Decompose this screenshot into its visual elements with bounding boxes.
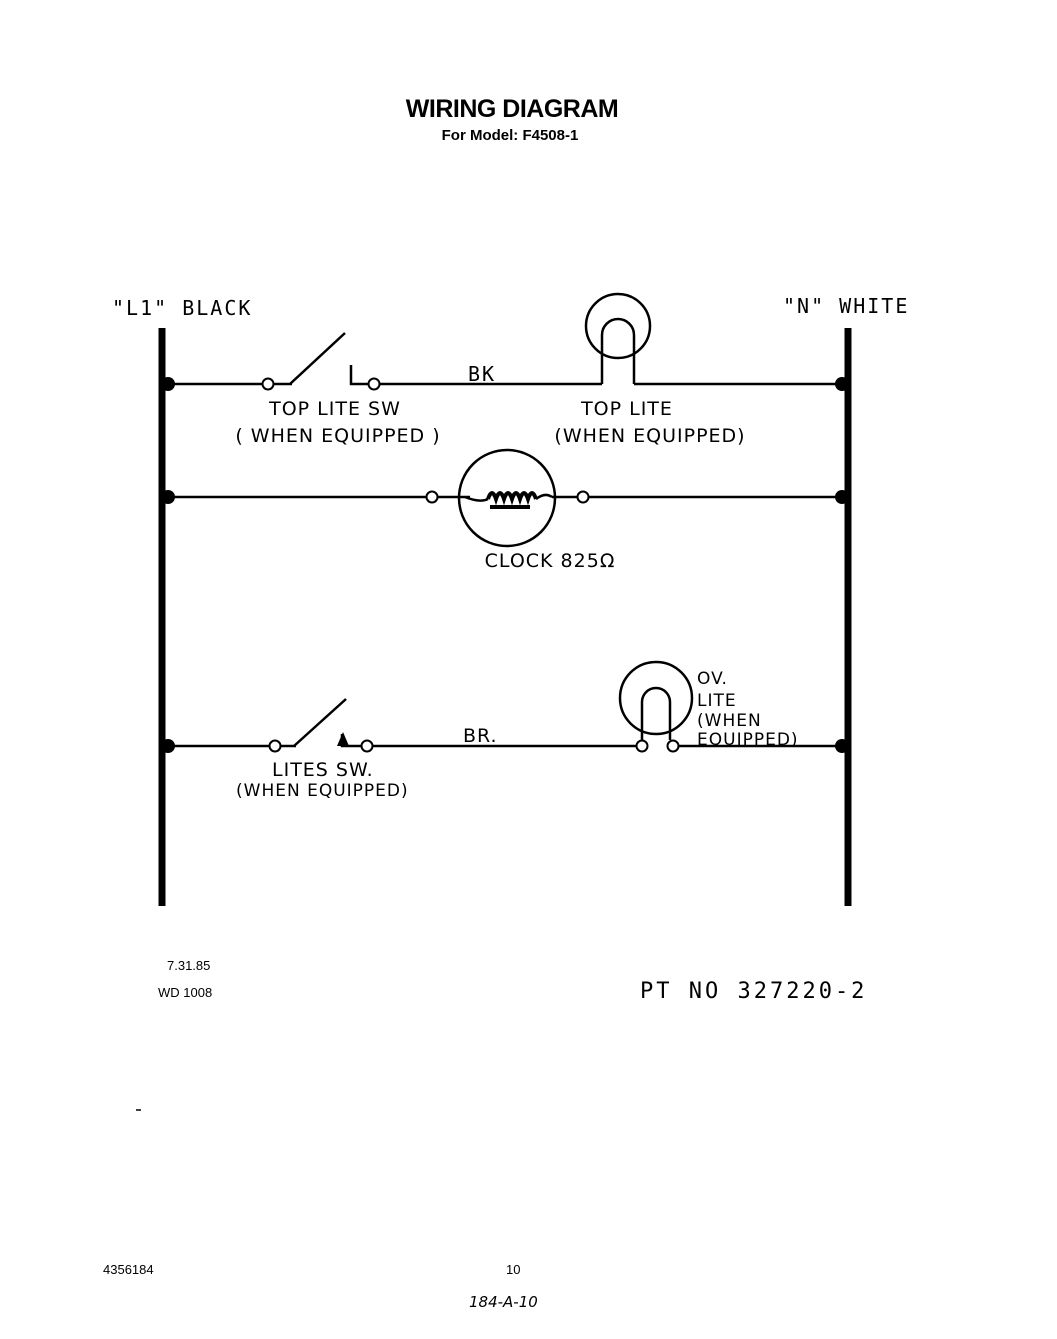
- row3-circuit: BR. LITES SW. (WHEN EQUIPPED) OV. LITE (…: [161, 660, 849, 801]
- diagram-date: 7.31.85: [167, 958, 210, 973]
- clock-terminal-b: [576, 490, 590, 504]
- left-bus-label: "L1" BLACK: [112, 296, 252, 320]
- row3-switch-terminal-b: [360, 739, 374, 753]
- top-lite-note: (WHEN EQUIPPED): [554, 425, 745, 447]
- row1-switch-terminal-a: [261, 377, 275, 391]
- doc-number: 4356184: [103, 1262, 154, 1277]
- row1-switch-terminal-b: [367, 377, 381, 391]
- oven-lite-terminal-b: [666, 739, 680, 753]
- wd-number: WD 1008: [158, 985, 212, 1000]
- oven-lite-terminal-a: [635, 739, 649, 753]
- right-bus-label: "N" WHITE: [783, 294, 909, 318]
- oven-lite-label-4: EQUIPPED): [697, 730, 799, 750]
- oven-lite-label-2: LITE: [697, 691, 737, 711]
- oven-lite-label-1: OV.: [697, 669, 728, 689]
- row2-right-junction: [835, 490, 849, 504]
- part-number: PT NO 327220-2: [640, 979, 867, 1004]
- row3-switch-blade: [293, 698, 347, 747]
- row3-right-junction: [835, 739, 849, 753]
- top-lite-filament: [600, 317, 636, 384]
- oven-lite-label-3: (WHEN: [697, 711, 762, 731]
- clock-motor-icon: [457, 448, 557, 548]
- row1-wire-label: BK: [468, 362, 496, 386]
- lites-switch-note: (WHEN EQUIPPED): [236, 781, 409, 801]
- clock-terminal-a: [425, 490, 439, 504]
- oven-lite-lamp-icon: [618, 660, 694, 736]
- top-lite-switch-note: ( WHEN EQUIPPED ): [235, 425, 440, 447]
- clock-label: CLOCK 825Ω: [485, 550, 616, 572]
- top-lite-lamp-icon: [584, 292, 652, 360]
- row1-switch-contact: [349, 365, 368, 386]
- oven-lite-filament: [640, 686, 672, 740]
- row1-right-junction: [835, 377, 849, 391]
- top-lite-label: TOP LITE: [580, 398, 673, 420]
- row2-circuit: CLOCK 825Ω: [161, 448, 849, 572]
- model-subtitle: For Model: F4508-1: [442, 127, 579, 144]
- row1-switch-blade: [289, 332, 346, 385]
- top-lite-switch-label: TOP LITE SW: [268, 398, 401, 420]
- row3-switch-terminal-a: [268, 739, 282, 753]
- row3-wire-label: BR.: [463, 725, 498, 747]
- page-number: 10: [506, 1262, 520, 1277]
- lites-switch-label: LITES SW.: [272, 759, 374, 781]
- page-title: WIRING DIAGRAM: [406, 95, 618, 123]
- handwritten-reference: 184-A-10: [469, 1293, 538, 1311]
- clock-coil-icon: [486, 491, 538, 506]
- row1-circuit: BK TOP LITE SW ( WHEN EQUIPPED ) TOP LIT…: [161, 292, 849, 447]
